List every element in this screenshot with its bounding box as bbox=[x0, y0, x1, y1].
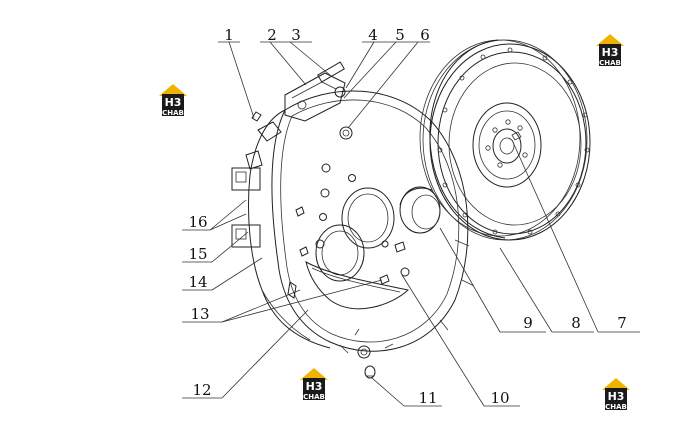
callout-3: 3 bbox=[291, 26, 301, 44]
svg-text:CHAB: CHAB bbox=[162, 109, 184, 117]
svg-text:H3: H3 bbox=[306, 380, 323, 393]
svg-text:CHAB: CHAB bbox=[599, 59, 621, 67]
callout-4: 4 bbox=[368, 26, 378, 44]
watermark-logo-top-right: H3 CHAB bbox=[596, 34, 624, 67]
svg-text:H3: H3 bbox=[608, 390, 625, 403]
svg-text:CHAB: CHAB bbox=[605, 403, 627, 411]
callout-15: 15 bbox=[188, 245, 207, 263]
callout-labels: 1 2 3 4 5 6 7 8 9 10 11 12 13 14 15 16 bbox=[188, 26, 626, 407]
callout-8: 8 bbox=[571, 314, 581, 332]
watermark-logo-left: H3 CHAB bbox=[159, 84, 187, 117]
callout-2: 2 bbox=[267, 26, 277, 44]
callout-12: 12 bbox=[192, 381, 211, 399]
svg-text:CHAB: CHAB bbox=[303, 393, 325, 401]
callout-14: 14 bbox=[188, 273, 207, 291]
watermark-logo-bottom-right: H3 CHAB bbox=[602, 378, 630, 411]
callout-6: 6 bbox=[420, 26, 430, 44]
callout-5: 5 bbox=[395, 26, 405, 44]
callout-7: 7 bbox=[617, 314, 627, 332]
leader-lines bbox=[182, 41, 640, 407]
callout-16: 16 bbox=[188, 213, 207, 231]
callout-13: 13 bbox=[190, 305, 209, 323]
flywheel-housing bbox=[231, 61, 475, 379]
watermark-logo-bottom-center: H3 CHAB bbox=[300, 368, 328, 401]
callout-10: 10 bbox=[490, 389, 509, 407]
callout-9: 9 bbox=[523, 314, 533, 332]
callout-1: 1 bbox=[224, 26, 234, 44]
svg-text:H3: H3 bbox=[165, 96, 182, 109]
svg-text:H3: H3 bbox=[602, 46, 619, 59]
flywheel bbox=[419, 39, 591, 241]
callout-11: 11 bbox=[418, 389, 437, 407]
